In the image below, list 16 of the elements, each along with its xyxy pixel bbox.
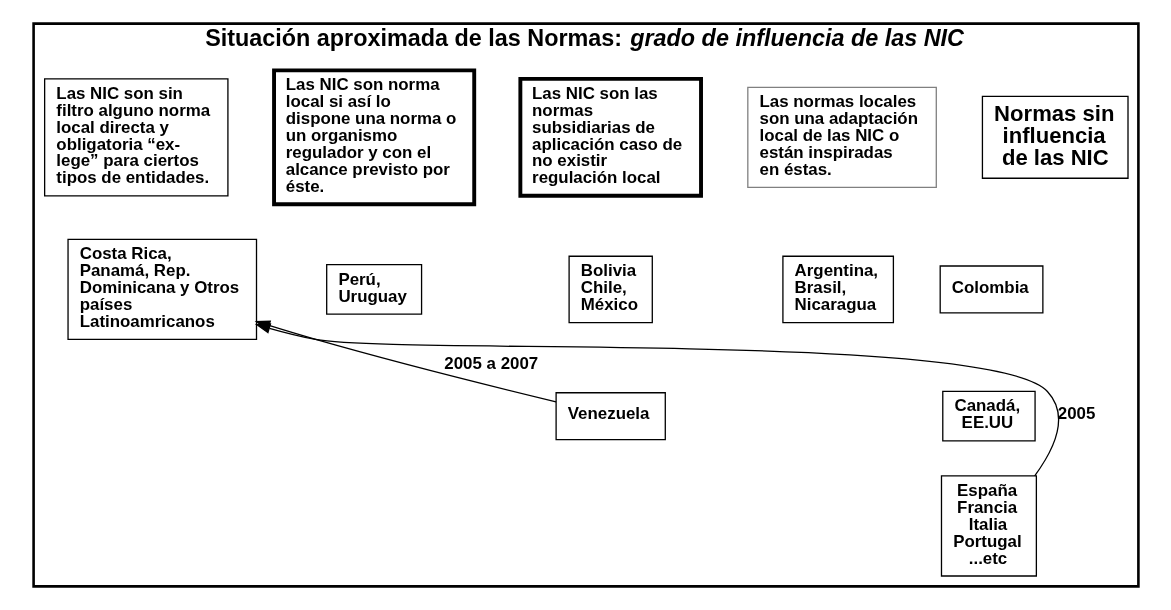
node-box: Argentina, Brasil, Nicaragua <box>781 255 894 324</box>
node-box: España Francia Italia Portugal ...etc <box>940 475 1037 577</box>
edge-label: 2005 <box>1057 404 1095 424</box>
edge-label: 2005 a 2007 <box>443 353 538 373</box>
node-box: Costa Rica, Panamá, Rep. Dominicana y Otros países Latinoamricanos <box>66 238 257 341</box>
node-box: Canadá, EE.UU <box>941 390 1036 442</box>
node-box: Las NIC son las normas subsidiarias de aplicación caso de no existir regulación local <box>517 76 703 198</box>
node-box: Venezuela <box>554 392 666 441</box>
node-box: Normas sin influencia de las NIC <box>981 95 1129 179</box>
node-box: Las NIC son norma local si así lo dispone una norma o un organismo regulador y con el alcance previsto por éste. <box>271 68 476 207</box>
arrow <box>254 323 1059 477</box>
node-box: Colombia <box>939 265 1043 314</box>
node-box: Perú, Uruguay <box>325 264 422 315</box>
node-box: Las normas locales son una adaptación local de las NIC o están inspiradas en éstas. <box>746 86 937 188</box>
node-box: Bolivia Chile, México <box>567 255 653 324</box>
node-box: Las NIC son sin filtro alguno norma local directa y obligatoria “ex-lege” para ciertos tipos de entidades. <box>43 78 229 197</box>
